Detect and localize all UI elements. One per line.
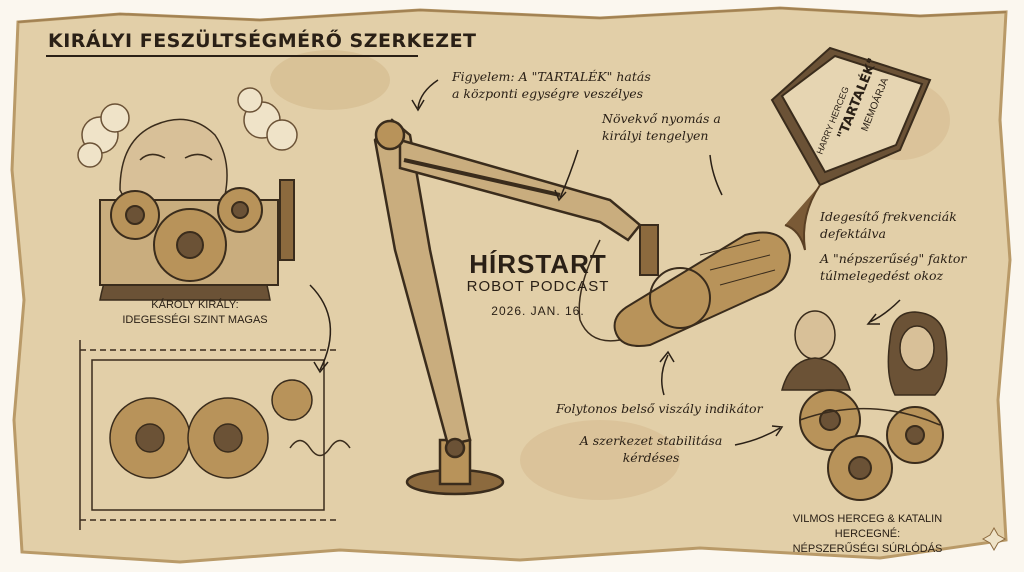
note-attention-line1: Figyelem: A "TARTALÉK" hatás (452, 69, 651, 84)
king-gear-assembly (99, 179, 295, 286)
arrow-king-to-blueprint (309, 284, 332, 371)
note-indicator: Folytonos belső viszály indikátor (556, 400, 776, 417)
note-pressure-line2: királyi tengelyen (602, 128, 709, 143)
note-popularity-line2: túlmelegedést okoz (820, 268, 944, 283)
annotation-arrows (411, 79, 901, 446)
couple-gear-assembly (799, 389, 944, 501)
microphone (613, 224, 792, 347)
note-attention: Figyelem: A "TARTALÉK" hatás a központi … (452, 68, 662, 102)
note-stability-line1: A szerkezet stabilitása (579, 433, 723, 448)
note-popularity-line1: A "népszerűség" faktor (820, 251, 967, 266)
couple-caption-line1: VILMOS HERCEG & KATALIN HERCEGNÉ: (792, 513, 943, 540)
memoir-book (770, 46, 932, 251)
microphone-boom-arm (373, 118, 642, 496)
king-caption: KÁROLY KIRÁLY: IDEGESSÉGI SZINT MAGAS (110, 298, 280, 328)
note-indicator-line1: Folytonos belső viszály indikátor (556, 401, 763, 416)
sparkle-icon (981, 526, 1007, 552)
brand-date: 2026. JAN. 16. (491, 304, 585, 318)
steam-clouds (77, 87, 298, 168)
brand-name: HÍRSTART (469, 249, 607, 279)
brand-subtitle: ROBOT PODCAST (466, 278, 610, 295)
note-frequencies: Idegesítő frekvenciák defektálva (820, 208, 990, 242)
princess-portrait (887, 311, 948, 396)
prince-portrait (781, 310, 851, 391)
king-caption-line2: IDEGESSÉGI SZINT MAGAS (122, 314, 268, 326)
note-frequencies-line2: defektálva (820, 226, 886, 241)
note-pressure-line1: Növekvő nyomás a (602, 111, 721, 126)
king-caption-line1: KÁROLY KIRÁLY: (151, 299, 239, 311)
note-popularity: A "népszerűség" faktor túlmelegedést oko… (820, 250, 1000, 284)
gearbox-blueprint (79, 340, 351, 530)
couple-caption: VILMOS HERCEG & KATALIN HERCEGNÉ: NÉPSZE… (760, 512, 975, 557)
note-attention-line2: a központi egységre veszélyes (452, 86, 644, 101)
page-title: KIRÁLYI FESZÜLTSÉGMÉRŐ SZERKEZET (48, 30, 477, 52)
note-frequencies-line1: Idegesítő frekvenciák (820, 209, 957, 224)
note-stability: A szerkezet stabilitása kérdéses (566, 432, 736, 466)
couple-caption-line2: NÉPSZERŰSÉGI SÚRLÓDÁS (792, 543, 943, 555)
note-pressure: Növekvő nyomás a királyi tengelyen (602, 110, 752, 144)
note-stability-line2: kérdéses (622, 450, 680, 465)
